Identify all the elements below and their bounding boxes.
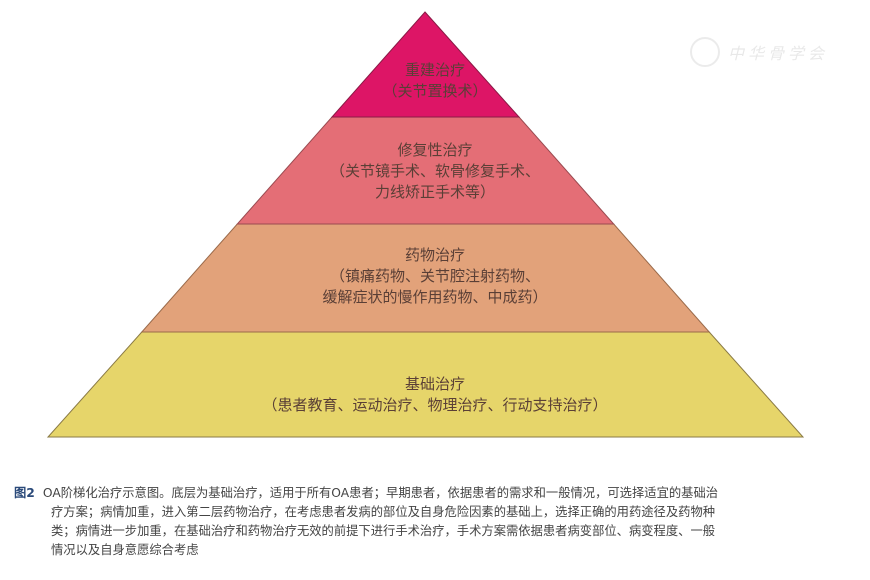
layer-reconstruction-shape [330, 11, 521, 118]
seal-logo-icon [690, 37, 720, 67]
watermark-text: 中华骨学会 [728, 44, 829, 63]
pyramid-shape [46, 11, 805, 438]
watermark: 中华骨学会 [690, 34, 850, 70]
layer-detail: （镇痛药物、关节腔注射药物、 [329, 267, 540, 285]
caption-line: 疗方案；病情加重，进入第二层药物治疗，在考虑患者发病的部位及自身危险因素的基础上… [51, 505, 716, 519]
caption-line: OA阶梯化治疗示意图。底层为基础治疗，适用于所有OA患者；早期患者，依据患者的需… [42, 486, 719, 500]
layer-title: 重建治疗 [404, 61, 465, 79]
layer-title: 药物治疗 [404, 246, 465, 264]
layer-detail: （患者教育、运动治疗、物理治疗、行动支持治疗） [262, 396, 608, 414]
layer-detail: 缓解症状的慢作用药物、中成药） [322, 288, 548, 306]
layer-title: 修复性治疗 [397, 141, 473, 159]
figure-caption: 图2 OA阶梯化治疗示意图。底层为基础治疗，适用于所有OA患者；早期患者，依据患者… [14, 484, 834, 560]
layer-detail: 力线矫正手术等） [374, 183, 495, 201]
layer-reconstruction-label: 重建治疗 （关节置换术） [0, 60, 870, 102]
layer-detail: （关节镜手术、软骨修复手术、 [329, 162, 540, 180]
layer-title: 基础治疗 [404, 375, 465, 393]
layer-detail: （关节置换术） [382, 82, 488, 100]
layer-drug-label: 药物治疗 （镇痛药物、关节腔注射药物、 缓解症状的慢作用药物、中成药） [0, 245, 870, 308]
layer-basic-label: 基础治疗 （患者教育、运动治疗、物理治疗、行动支持治疗） [0, 374, 870, 416]
layer-restorative-label: 修复性治疗 （关节镜手术、软骨修复手术、 力线矫正手术等） [0, 140, 870, 203]
caption-line: 情况以及自身意愿综合考虑 [51, 543, 199, 557]
caption-line: 类；病情进一步加重，在基础治疗和药物治疗无效的前提下进行手术治疗，手术方案需依据… [51, 524, 716, 538]
figure-label: 图2 [14, 486, 35, 500]
pyramid-diagram: 重建治疗 （关节置换术） 修复性治疗 （关节镜手术、软骨修复手术、 力线矫正手术… [0, 11, 870, 438]
